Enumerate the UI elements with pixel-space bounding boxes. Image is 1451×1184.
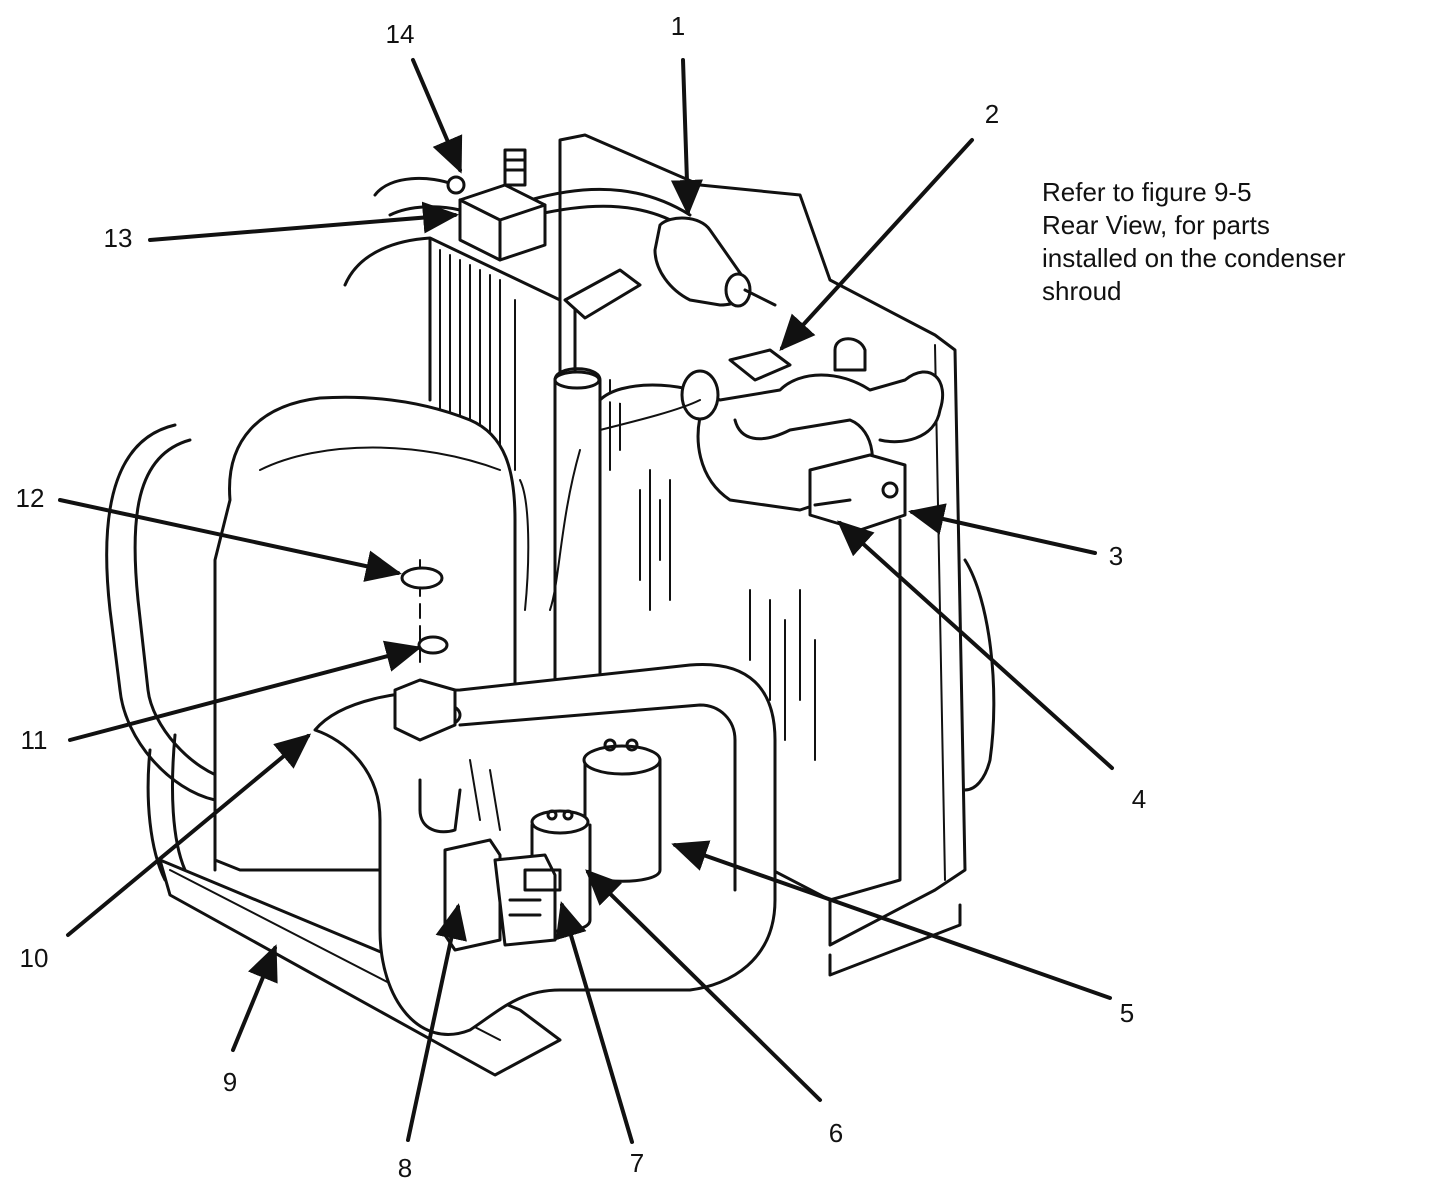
accumulator (553, 268, 642, 722)
arrow-7 (555, 901, 634, 1144)
arrow-10 (66, 733, 312, 937)
callout-14: 14 (385, 19, 415, 49)
arrow-12 (58, 498, 402, 582)
note-line-2: Rear View, for parts (1042, 210, 1270, 240)
arrow-13 (148, 201, 459, 242)
callout-7: 7 (629, 1148, 645, 1178)
filter-drier (528, 187, 777, 308)
callout-10: 10 (19, 943, 49, 973)
callout-13: 13 (103, 223, 133, 253)
leader-arrows (58, 58, 1114, 1144)
callout-12: 12 (15, 483, 45, 513)
arrow-1 (670, 58, 703, 216)
note-line-1: Refer to figure 9-5 (1042, 177, 1252, 207)
callout-3: 3 (1108, 541, 1124, 571)
callout-2: 2 (984, 99, 1000, 129)
reference-note: Refer to figure 9-5 Rear View, for parts… (1042, 176, 1442, 308)
left-frame-tube (105, 423, 232, 882)
service-fitting (393, 678, 462, 742)
callout-9: 9 (222, 1067, 238, 1097)
arrow-8 (406, 903, 467, 1142)
note-line-3: installed on the condenser (1042, 243, 1346, 273)
callout-4: 4 (1131, 784, 1147, 814)
arrow-6 (585, 869, 822, 1102)
wiring (469, 399, 701, 831)
arrow-2 (779, 138, 974, 351)
callout-5: 5 (1119, 998, 1135, 1028)
callout-1: 1 (670, 11, 686, 41)
capacitor-5 (582, 738, 662, 883)
relay-assembly (443, 838, 562, 952)
callout-6: 6 (828, 1118, 844, 1148)
arrow-14 (411, 58, 463, 174)
arrow-9 (231, 944, 278, 1052)
pressure-switch-3 (808, 453, 907, 532)
arrow-3 (908, 503, 1097, 555)
callout-11: 11 (20, 725, 48, 755)
arrow-5 (671, 840, 1112, 1000)
note-line-4: shroud (1042, 276, 1122, 306)
arrow-4 (837, 520, 1114, 770)
callout-8: 8 (397, 1153, 413, 1183)
arrow-11 (68, 640, 422, 742)
